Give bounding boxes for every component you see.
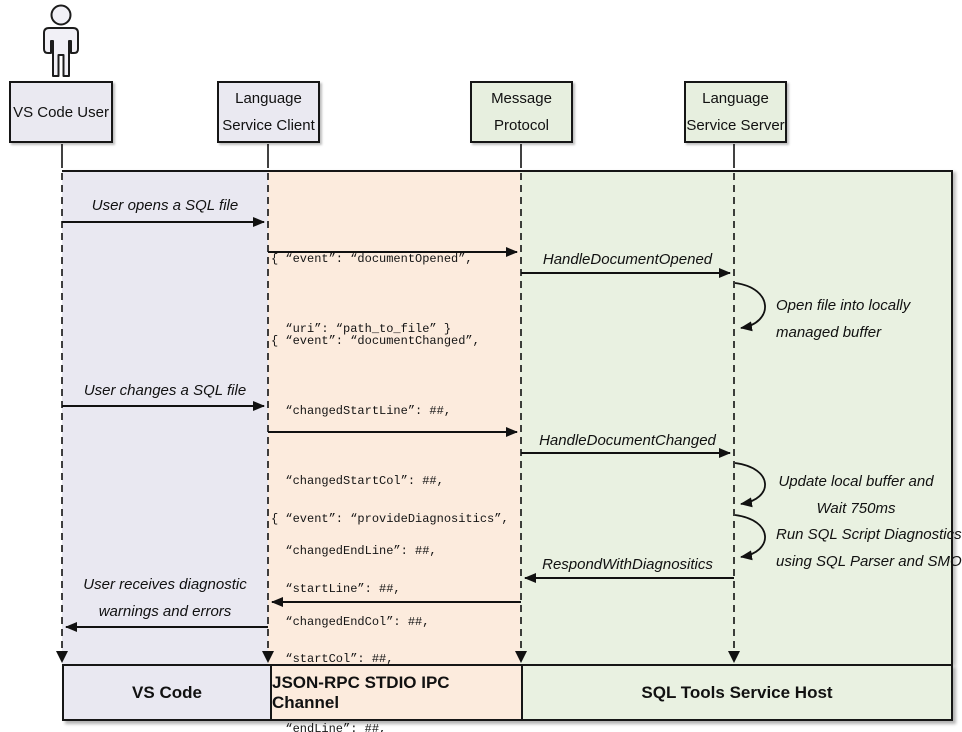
lifeline-end-arrow-server [728,651,740,663]
self-loop-update-buffer [734,462,766,508]
json-line: “changedStartLine”: ##, [271,404,452,419]
annotation-line: Run SQL Script Diagnostics [776,526,962,543]
annotation-open-file-buffer: Open file into locally managed buffer [776,292,910,346]
json-message-provide-diagnostics: { “event”: “provideDiagnositics”, “start… [271,461,509,732]
system-footer-bar: VS Code JSON-RPC STDIO IPC Channel SQL T… [62,664,953,721]
actor-box-language-service-client: Language Service Client [217,81,320,143]
footer-label: JSON-RPC STDIO IPC Channel [272,672,450,712]
message-label-handle-document-changed: HandleDocumentChanged [539,432,716,449]
annotation-run-diagnostics: Run SQL Script Diagnostics using SQL Par… [776,521,962,575]
actor-box-message-protocol: Message Protocol [470,81,573,143]
json-line: “startLine”: ##, [271,582,401,597]
actor-label-line: Service Client [222,117,315,134]
message-label-line: warnings and errors [98,603,232,620]
self-loop-run-diagnostics [734,514,766,561]
json-line: { “event”: “provideDiagnositics”, [271,511,509,526]
annotation-update-buffer-wait: Update local buffer and Wait 750ms [776,468,936,522]
person-icon [43,4,79,77]
message-label-user-receives-diagnostics: User receives diagnostic warnings and er… [62,571,268,625]
annotation-line: using SQL Parser and SMO [776,553,962,570]
lifeline-end-arrow-user [56,651,68,663]
actor-box-language-service-server: Language Service Server [684,81,787,143]
lane-ipc-channel [267,172,520,664]
lane-vscode-user [62,172,268,664]
actor-box-vscode-user: VS Code User [9,81,113,143]
message-label-user-changes-file: User changes a SQL file [83,382,247,399]
footer-cell-service-host: SQL Tools Service Host [523,666,951,719]
lifeline-end-arrow-client [262,651,274,663]
lifeline-end-arrow-protocol [515,651,527,663]
json-message-document-opened: { “event”: “documentOpened”, “uri”: “pat… [271,201,473,388]
footer-cell-vscode: VS Code [64,666,270,719]
message-label-line: User receives diagnostic [83,576,247,593]
message-label-handle-document-opened: HandleDocumentOpened [542,251,713,268]
actor-label-line: Service Server [686,117,785,134]
footer-cell-ipc-channel: JSON-RPC STDIO IPC Channel [270,666,523,719]
self-loop-open-buffer [734,282,766,332]
message-label-respond-with-diagnostics: RespondWithDiagnositics [542,556,713,573]
annotation-line: Open file into locally [776,297,911,314]
json-line: “changedEndCol”: ##, [271,614,430,629]
annotation-line: Update local buffer and [778,473,934,490]
json-line: “startCol”: ##, [271,652,394,667]
actor-label-line: Message [491,90,552,107]
json-line: “changedEndLine”: ##, [271,544,437,559]
actor-label: VS Code User [13,103,109,121]
json-line: { “event”: “documentChanged”, [271,333,480,348]
actor-label-line: Language [235,90,302,107]
actor-label-line: Language [702,90,769,107]
annotation-line: managed buffer [776,324,882,341]
actor-label-line: Protocol [493,117,550,134]
lane-service-host [519,172,951,664]
json-line: { “event”: “documentOpened”, [271,251,473,266]
json-line: “uri”: “path_to_file” } [271,322,452,337]
annotation-line: Wait 750ms [816,500,896,517]
json-line: “changedStartCol”: ##, [271,474,444,489]
footer-label: VS Code [132,682,202,702]
footer-label: SQL Tools Service Host [641,682,833,702]
message-label-user-opens-file: User opens a SQL file [91,197,239,214]
swimlane-background [62,170,953,664]
json-line: “endLine”: ##, [271,722,387,732]
